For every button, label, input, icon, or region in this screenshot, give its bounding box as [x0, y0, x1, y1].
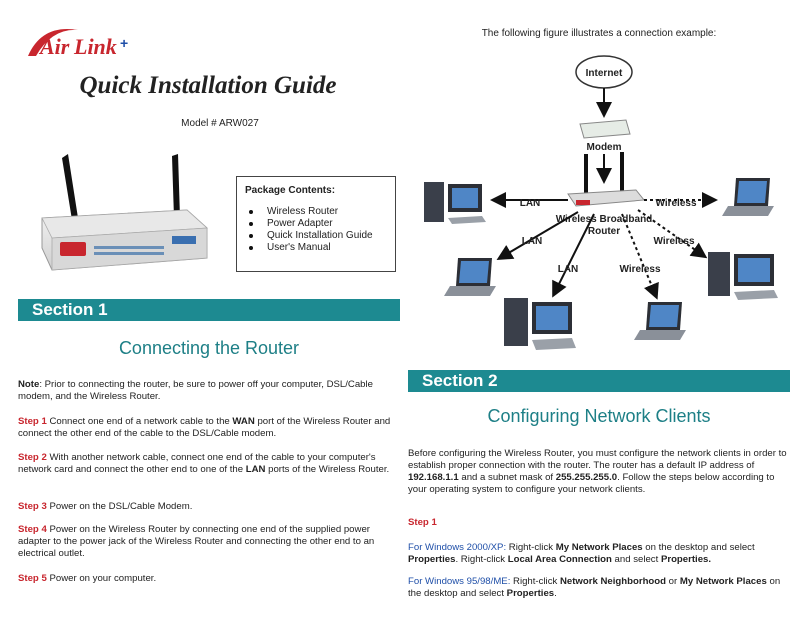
- laptop-2: [444, 258, 496, 296]
- desktop-pc-2: [708, 252, 778, 300]
- package-contents-list: Wireless Router Power Adapter Quick Inst…: [245, 206, 387, 254]
- router-label-line1: Wireless Broadband: [556, 214, 653, 225]
- instr-text: .: [554, 588, 557, 599]
- section-2-bar: Section 2: [408, 370, 790, 392]
- modem-device: [579, 119, 631, 139]
- connection-diagram: Internet Modem Wireless Broadband Router…: [408, 44, 790, 356]
- instr-text: on the desktop and select: [408, 576, 781, 599]
- instr-text: on the desktop and select: [642, 542, 755, 553]
- wireless-arrow-2: [637, 209, 708, 259]
- step-text: Power on your computer.: [46, 573, 157, 584]
- note-paragraph: Note: Prior to connecting the router, be…: [18, 379, 400, 403]
- instr-text: Right-click: [510, 576, 560, 587]
- instr-text: and select: [611, 554, 661, 565]
- router-label-line2: Router: [588, 226, 620, 237]
- note-label: Note: [18, 379, 40, 390]
- lan-label-2: LAN: [522, 236, 543, 247]
- wireless-arrow-3: [621, 213, 659, 300]
- model-number: Model # ARW027: [181, 118, 259, 129]
- laptop-1: [722, 178, 774, 216]
- package-contents-title: Package Contents:: [245, 185, 336, 196]
- windows-2000-instructions: For Windows 2000/XP: Right-click My Netw…: [408, 542, 790, 566]
- desktop-pc-1: [424, 182, 486, 224]
- step-3-paragraph: Step 3 Power on the DSL/Cable Modem.: [18, 501, 400, 513]
- list-item: Wireless Router: [245, 206, 387, 218]
- step-label: Step 5: [18, 573, 47, 584]
- internet-label: Internet: [586, 68, 623, 79]
- step-bold: LAN: [245, 464, 266, 475]
- step-label: Step 1: [408, 517, 437, 528]
- ip-address: 192.168.1.1: [408, 472, 459, 483]
- section-2-intro: Before configuring the Wireless Router, …: [408, 448, 790, 496]
- instr-bold: Properties: [408, 554, 456, 565]
- windows-95-instructions: For Windows 95/98/ME: Right-click Networ…: [408, 576, 790, 600]
- step-text: ports of the Wireless Router.: [265, 464, 390, 475]
- section-1-heading: Connecting the Router: [118, 338, 300, 358]
- router-photo: [22, 148, 222, 278]
- step-2-paragraph: Step 2 With another network cable, conne…: [18, 452, 400, 476]
- step-4-paragraph: Step 4 Power on the Wireless Router by c…: [18, 524, 400, 560]
- logo-link: Link: [73, 34, 117, 59]
- instr-bold: Network Neighborhood: [559, 576, 667, 587]
- desktop-pc-3: [504, 298, 576, 350]
- list-item: Power Adapter: [245, 218, 387, 230]
- step-label: Step 4: [18, 524, 47, 535]
- step-text: port of the Wireless Router and connect …: [18, 416, 391, 439]
- section-2-step-1: Step 1: [408, 517, 790, 529]
- wireless-label-1: Wireless: [655, 198, 696, 209]
- lan-arrow-3: [552, 213, 595, 298]
- page-title: Quick Installation Guide: [79, 72, 337, 99]
- laptop-3: [634, 302, 686, 340]
- lan-label-1: LAN: [520, 198, 541, 209]
- section-2-heading: Configuring Network Clients: [487, 406, 711, 426]
- logo-air: Air: [38, 34, 70, 59]
- router-device: [567, 152, 645, 207]
- list-item: User's Manual: [245, 242, 387, 254]
- section-1-bar: Section 1: [18, 299, 400, 321]
- step-text: Power on the DSL/Cable Modem.: [46, 501, 193, 512]
- step-bold: WAN: [232, 416, 255, 427]
- step-1-paragraph: Step 1 Connect one end of a network cabl…: [18, 416, 400, 440]
- step-text: Power on the Wireless Router by connecti…: [18, 524, 375, 559]
- step-text: With another network cable, connect one …: [18, 452, 376, 475]
- step-5-paragraph: Step 5 Power on your computer.: [18, 573, 400, 585]
- step-label: Step 1: [18, 416, 47, 427]
- list-item: Quick Installation Guide: [245, 230, 387, 242]
- instr-bold: My Network Places: [555, 542, 643, 553]
- wireless-label-2: Wireless: [653, 236, 694, 247]
- wireless-label-3: Wireless: [619, 264, 660, 275]
- instr-bold: My Network Places: [679, 576, 767, 587]
- logo-plus: +: [120, 35, 128, 51]
- intro-text: . Follow the steps below according to yo…: [408, 472, 775, 495]
- instr-text: Right-click: [506, 542, 556, 553]
- os-label: For Windows 95/98/ME:: [408, 576, 511, 587]
- instr-bold: Local Area Connection: [507, 554, 612, 565]
- step-text: Connect one end of a network cable to th…: [46, 416, 233, 427]
- instr-bold: Properties.: [660, 554, 712, 565]
- step-label: Step 3: [18, 501, 47, 512]
- intro-text: and a subnet mask of: [458, 472, 556, 483]
- package-contents-box: Package Contents: Wireless Router Power …: [236, 176, 396, 272]
- lan-arrow-2: [496, 211, 579, 261]
- instr-text: . Right-click: [455, 554, 508, 565]
- figure-caption: The following figure illustrates a conne…: [481, 28, 717, 39]
- note-text: : Prior to connecting the router, be sur…: [18, 379, 373, 402]
- lan-label-3: LAN: [558, 264, 579, 275]
- instr-text: or: [666, 576, 680, 587]
- step-label: Step 2: [18, 452, 47, 463]
- instr-bold: Properties: [506, 588, 555, 599]
- intro-text: Before configuring the Wireless Router, …: [408, 448, 787, 471]
- os-label: For Windows 2000/XP:: [408, 542, 507, 553]
- modem-label: Modem: [587, 142, 622, 153]
- airlink-logo: Air Link +: [22, 22, 132, 62]
- subnet-mask: 255.255.255.0: [555, 472, 618, 483]
